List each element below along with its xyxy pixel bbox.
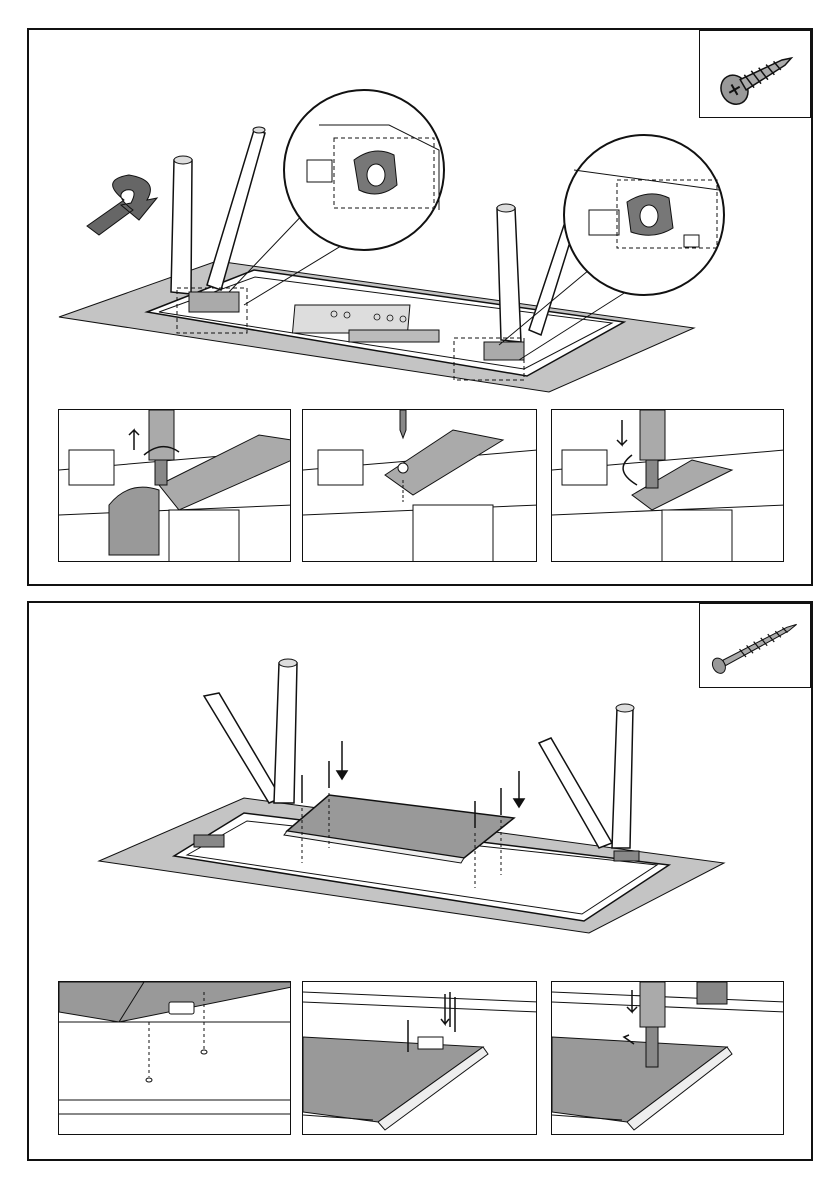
detail-inset-1 <box>58 409 291 562</box>
detail-inset-2 <box>302 409 537 562</box>
insert-screws-detail-icon <box>303 982 537 1135</box>
detail-inset-5 <box>302 981 537 1135</box>
step-panel-2 <box>27 601 813 1161</box>
leg-left-2 <box>274 663 297 803</box>
leg-right-front <box>497 208 521 342</box>
detail-inset-3 <box>551 409 784 562</box>
drill-remove-screw-icon <box>59 410 291 562</box>
mount-cover-panel-illustration <box>29 603 815 948</box>
flip-table-arrow-icon <box>87 175 157 235</box>
drill-screw-panel-icon <box>552 982 784 1135</box>
detail-inset-4 <box>58 981 291 1135</box>
screw-holes-detail-icon <box>59 982 291 1135</box>
detail-inset-6 <box>551 981 784 1135</box>
callout-right <box>564 135 724 295</box>
leg-left-1 <box>204 693 281 803</box>
drill-fasten-screw-icon <box>552 410 784 562</box>
flip-table-illustration <box>29 30 815 410</box>
step-panel-1 <box>27 28 813 586</box>
screw-bracket-detail-icon <box>303 410 537 562</box>
leg-right-1 <box>539 738 612 848</box>
leg-right-2 <box>612 708 633 848</box>
leg-left-front <box>171 160 192 294</box>
callout-left <box>284 90 444 250</box>
